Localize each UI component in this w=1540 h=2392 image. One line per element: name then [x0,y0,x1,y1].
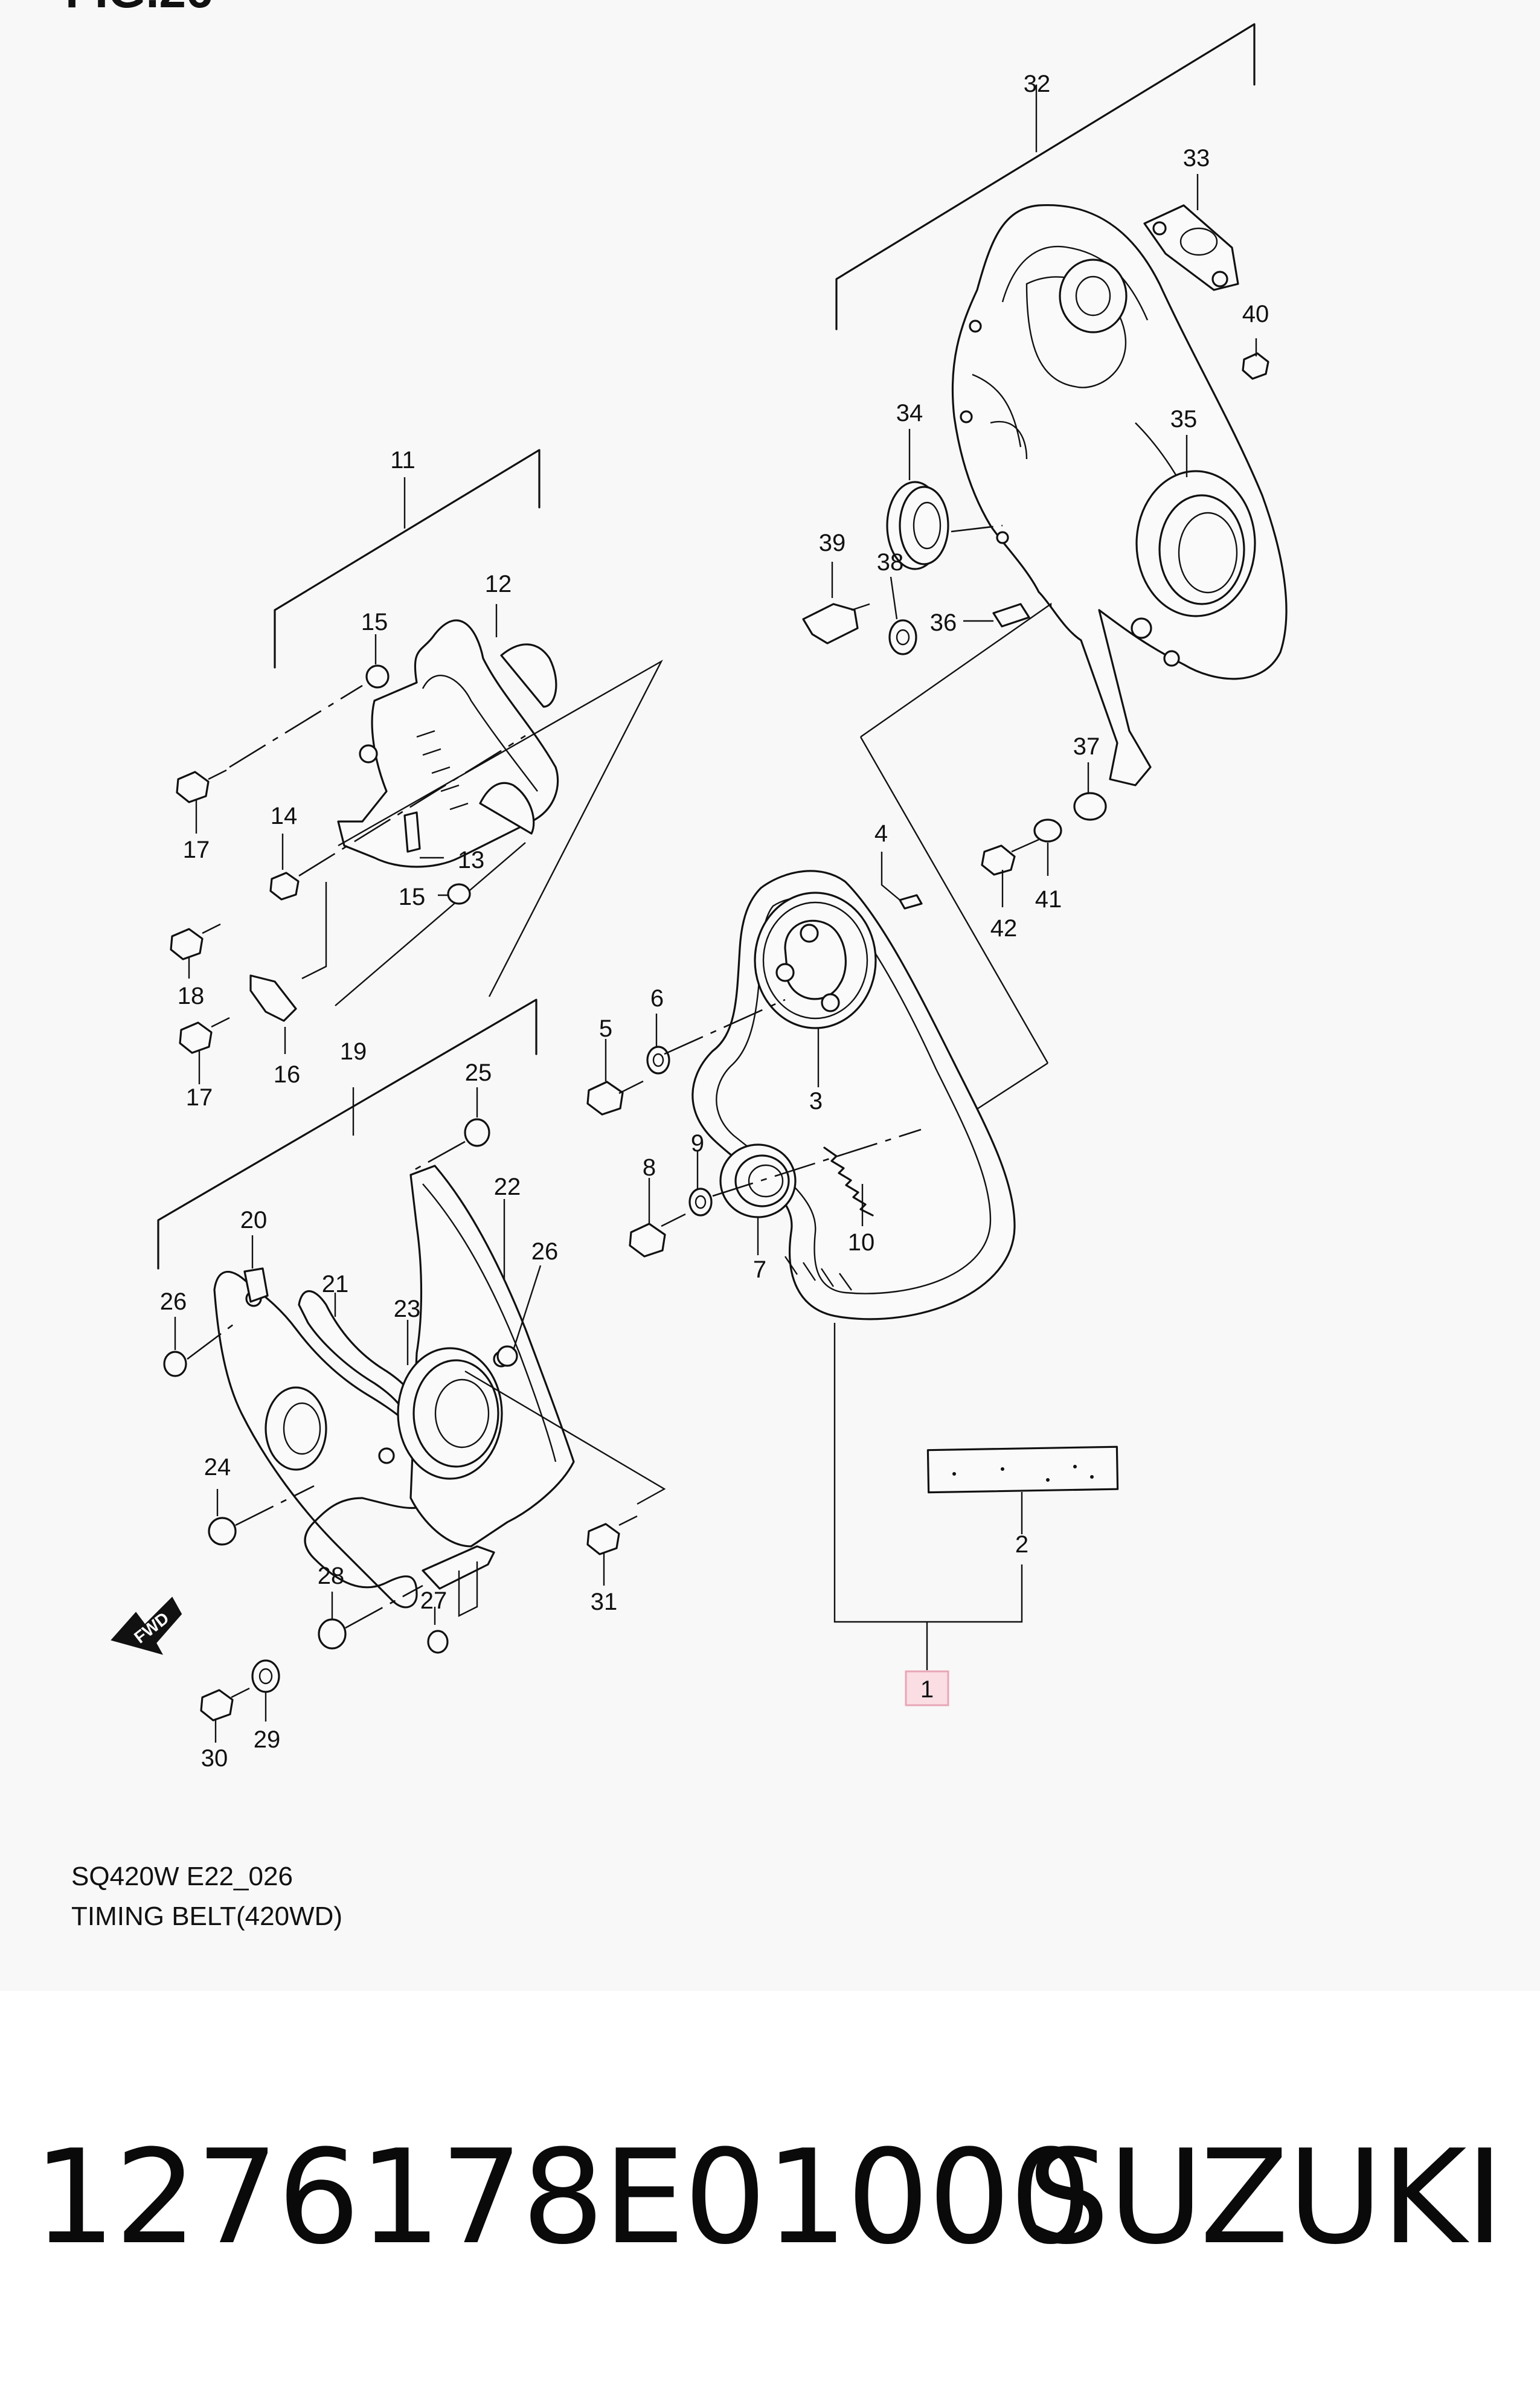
grommet-24 [208,1489,237,1546]
figure-caption: TIMING BELT(420WD) [71,1902,343,1931]
callout-40: 40 [1242,301,1269,327]
bolt-14 [269,834,300,901]
callout-15-bottom: 15 [399,884,426,910]
callout-22: 22 [494,1174,521,1200]
callout-13: 13 [458,847,485,873]
camshaft-sprocket [754,892,877,1087]
bolt-8 [629,1178,686,1258]
callout-37: 37 [1073,733,1100,760]
callout-16: 16 [274,1061,301,1088]
tensioner-spring [823,1146,874,1226]
clip-16 [249,882,327,1054]
callout-24: 24 [204,1454,231,1481]
bolt-17-upper [176,769,227,834]
callout-12: 12 [485,571,512,597]
callout-3: 3 [809,1088,823,1114]
grommet-25 [464,1087,490,1147]
callout-29: 29 [254,1726,281,1753]
callout-2: 2 [1015,1531,1028,1558]
figure-title: FIG.26 [65,0,213,18]
callout-11: 11 [390,447,415,474]
callout-6: 6 [650,985,664,1012]
figure-code: SQ420W E22_026 [71,1862,293,1891]
callout-28: 28 [318,1563,345,1589]
grommet-26-right [496,1265,542,1367]
grommet-27 [427,1630,449,1654]
bolt-18 [170,923,221,979]
callout-42: 42 [990,915,1018,942]
bolt-5 [586,1039,644,1116]
callout-21: 21 [322,1271,349,1297]
tensioner-pulley [719,1143,797,1255]
callout-35: 35 [1170,406,1198,432]
callout-20: 20 [240,1207,268,1233]
callout-39: 39 [819,530,846,556]
callout-15-top: 15 [361,609,388,635]
callout-17-bottom: 17 [186,1084,213,1111]
callout-7: 7 [753,1256,766,1283]
bolt-42 [981,838,1039,907]
diagram-sheet: FIG.26 [65,0,1288,1931]
callout-33: 33 [1183,145,1210,172]
callout-5: 5 [599,1015,612,1042]
grommet-15-lower [438,883,471,905]
callout-30: 30 [201,1745,228,1772]
timing-belt-label-card [926,1445,1119,1534]
callout-9: 9 [691,1130,704,1157]
callout-26-right: 26 [531,1238,559,1265]
grommet-15-upper [365,634,390,689]
bolt-17-lower [179,1017,230,1084]
upper-front-cover [337,619,559,868]
washer-41 [1033,818,1062,876]
callout-26-left: 26 [160,1288,187,1315]
bracket-13 [403,811,444,859]
bolt-40 [1242,338,1269,380]
callout-8: 8 [643,1154,656,1181]
callout-38: 38 [877,549,904,576]
cam-seal-bracket [1143,204,1239,291]
brand-name: SUZUKI [1027,2121,1504,2273]
callout-41: 41 [1035,886,1062,913]
crank-seal-23 [397,1320,503,1480]
grommet-28 [318,1592,347,1650]
part-number: 1276178E01000 [33,2121,1092,2273]
bushing-38 [888,576,917,655]
key-4 [881,852,923,910]
callout-4: 4 [874,820,888,847]
callout-36: 36 [930,609,957,636]
callout-17-top: 17 [183,837,210,863]
callout-23: 23 [394,1296,421,1322]
callout-1: 1 [920,1676,934,1703]
oil-seal-34 [886,429,1003,570]
rear-timing-cover [835,23,1288,786]
callout-25: 25 [465,1059,492,1086]
highlight-box [905,1670,949,1706]
washer-29 [251,1659,280,1722]
callout-27: 27 [420,1587,448,1614]
callout-19: 19 [340,1038,367,1065]
bolt-30 [200,1687,250,1743]
bracket-27 [422,1545,495,1625]
fwd-arrow-icon: FWD [111,1596,182,1655]
callout-14: 14 [271,803,298,829]
washer-9 [688,1151,713,1217]
washer-6 [646,1014,670,1075]
callout-18: 18 [178,983,205,1009]
bracket-39 [802,562,870,645]
bracket-20 [243,1235,269,1303]
callout-32: 32 [1024,71,1051,97]
callout-10: 10 [848,1229,875,1256]
bushing-37 [1073,762,1107,821]
grommet-26-left [163,1317,187,1377]
exploded-parts-diagram: FIG.26 [65,0,1288,1772]
callout-31: 31 [591,1589,618,1615]
clip-36 [963,603,1030,628]
callout-34: 34 [896,400,923,426]
bolt-31 [586,1515,638,1586]
lower-front-cover [213,1271,436,1609]
